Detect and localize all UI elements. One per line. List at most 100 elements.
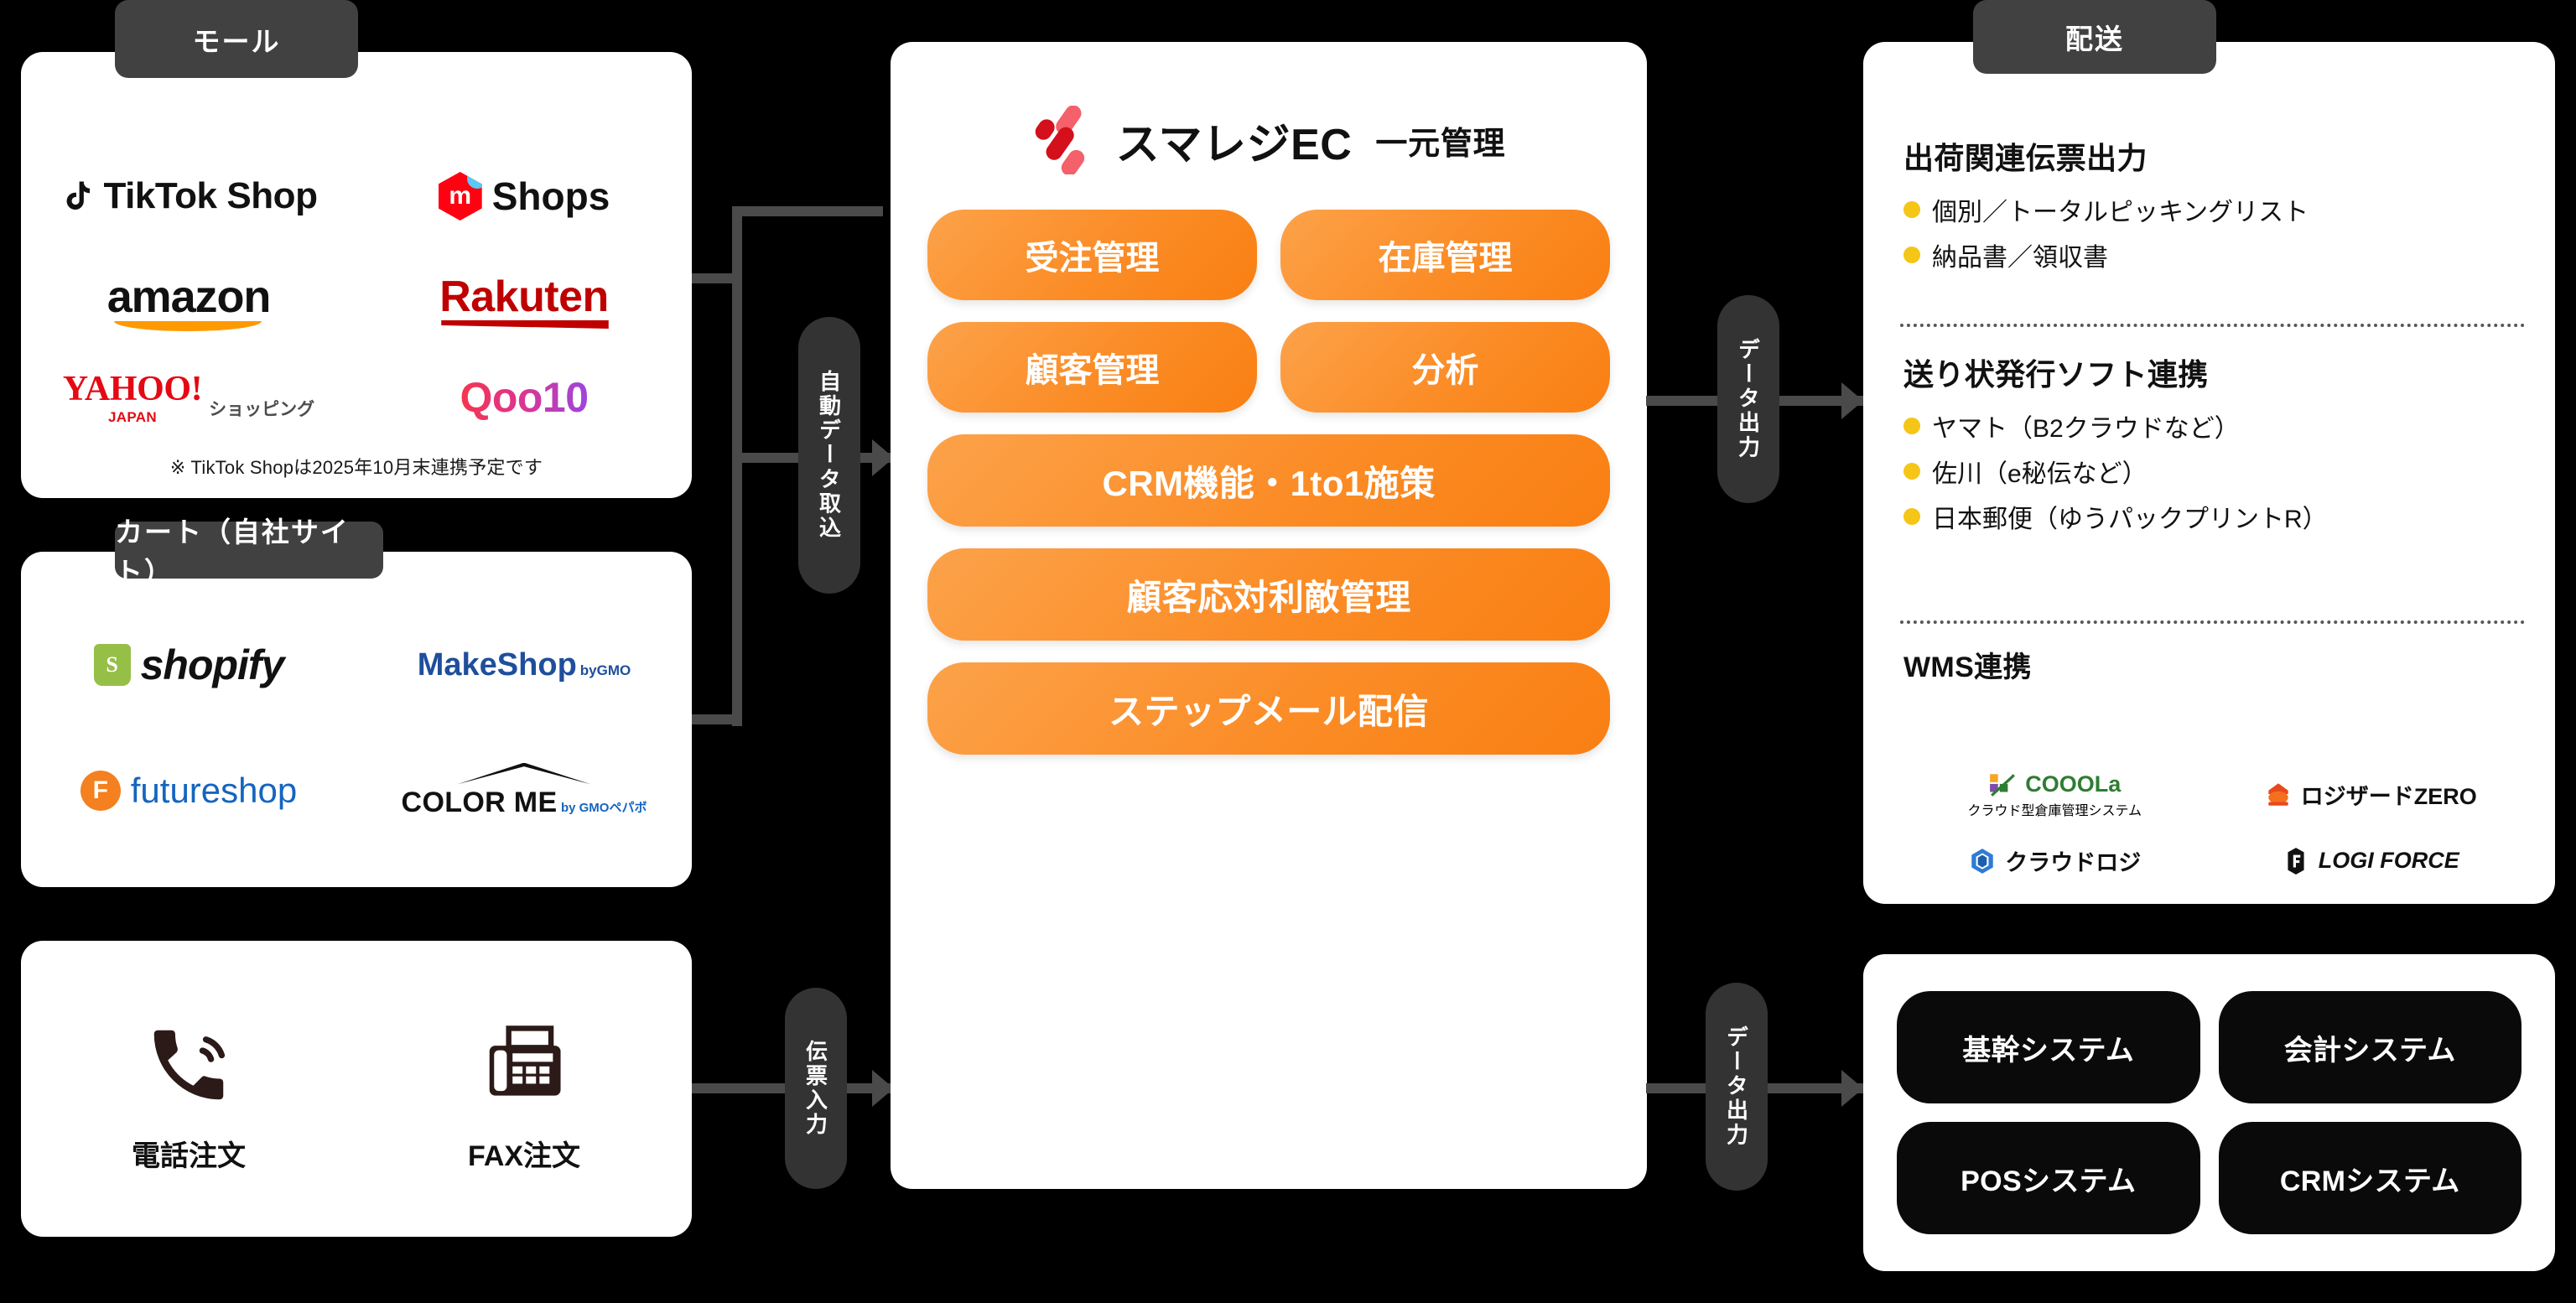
shipping-caption: 配送 [1973,0,2216,74]
bullet-label: ヤマト（B2クラウドなど） [1932,415,2240,443]
bullet-label: 納品書／領収書 [1932,244,2108,272]
bullet-dot-icon [1903,463,1920,480]
shipping-slips-bullet: 納品書／領収書 [1903,236,2521,273]
logo-tiktok-shop: TikTok Shop [60,175,318,217]
logo-qoo10: Qoo10 [460,374,589,421]
fax-icon [489,1025,561,1096]
wms-logo-grid: COOOLa クラウド型倉庫管理システム ロジザードZERO クラウドロジ [1900,765,2525,890]
cloudlogi-mark-icon [1971,848,1993,874]
logo-text-logiforce: LOGI FORCE [2318,848,2459,873]
smaregi-logo-icon [1035,106,1084,174]
feature-order-management[interactable]: 受注管理 [927,210,1257,300]
shipping-labels-heading: 送り状発行ソフト連携 [1903,357,2209,392]
order-channel-phone: 電話注文 [132,1019,246,1174]
connector-mall-stub [692,273,742,283]
futureshop-f-icon: F [80,771,121,811]
system-pill-accounting[interactable]: 会計システム [2218,991,2521,1103]
divider-dotted [1900,324,2525,327]
arrowhead-hub-to-shipping [1841,382,1863,419]
phone-icon [153,1030,226,1099]
feature-crm-1to1[interactable]: CRM機能・1to1施策 [927,434,1610,527]
logo-shopify: S shopify [93,641,285,689]
connector-label-auto-import: 自動データ取込 [798,317,860,594]
cooola-mark-icon [1990,773,2016,797]
offline-order-grid: 電話注文 FAX注文 [21,991,692,1201]
feature-row: ステップメール配信 [927,662,1610,755]
connector-cart-stub [692,714,742,724]
system-pill-core[interactable]: 基幹システム [1897,991,2200,1103]
feature-customer-management[interactable]: 顧客管理 [927,322,1257,413]
order-channel-fax-label: FAX注文 [467,1139,581,1172]
feature-customer-support[interactable]: 顧客応対利敵管理 [927,548,1610,641]
logo-amazon: amazon [106,272,271,331]
external-systems-grid: 基幹システム 会計システム POSシステム CRMシステム [1897,991,2521,1234]
mercari-hex-icon: m [438,172,482,221]
system-pill-pos[interactable]: POSシステム [1897,1122,2200,1234]
logo-cooola: COOOLa クラウド型倉庫管理システム [1967,771,2142,819]
hub-subtitle: 一元管理 [1375,126,1506,162]
logo-text-makeshop: MakeShop [417,646,577,683]
bullet-dot-icon [1903,201,1920,218]
feature-inventory-management[interactable]: 在庫管理 [1280,210,1610,300]
system-pill-crm[interactable]: CRMシステム [2218,1122,2521,1234]
cooola-tagline: クラウド型倉庫管理システム [1967,803,2142,818]
divider-dotted [1900,620,2525,624]
external-systems-panel: 基幹システム 会計システム POSシステム CRMシステム [1863,954,2555,1271]
logo-logi-force: LOGI FORCE [2282,847,2459,875]
shipping-labels-bullet: 日本郵便（ゆうパックプリントR） [1903,498,2521,535]
shipping-labels-bullet: ヤマト（B2クラウドなど） [1903,408,2521,444]
logo-logizard-zero: ロジザードZERO [2264,778,2477,811]
connector-label-data-output-bottom: データ出力 [1706,983,1768,1191]
bullet-dot-icon [1903,418,1920,434]
shipping-section-labels: 送り状発行ソフト連携 ヤマト（B2クラウドなど） 佐川（e秘伝など） 日本郵便（… [1903,350,2521,543]
logo-colorme: COLOR ME by GMOペパボ [402,763,647,819]
mall-logo-grid: TikTok Shop m Shops amazon Rakuten YAHOO… [21,146,692,448]
shopify-bag-icon: S [93,644,131,686]
logo-text-cloudlogi: クラウドロジ [2005,850,2142,875]
feature-analytics[interactable]: 分析 [1280,322,1610,413]
bullet-label: 佐川（e秘伝など） [1932,460,2148,488]
feature-row: 顧客応対利敵管理 [927,548,1610,641]
shipping-labels-bullet: 佐川（e秘伝など） [1903,453,2521,490]
bullet-dot-icon [1903,247,1920,263]
yahoo-shopping-jp-label: ショッピング [209,400,315,419]
shipping-section-slips: 出荷関連伝票出力 個別／トータルピッキングリスト 納品書／領収書 [1903,134,2521,282]
feature-row: 受注管理 在庫管理 [927,210,1610,300]
feature-row: 顧客管理 分析 [927,322,1610,413]
tiktok-note-icon [67,181,91,210]
logo-text-colorme: COLOR ME [401,786,558,818]
yahoo-wordmark: YAHOO! JAPAN [62,370,203,425]
arrowhead-mall-to-hub [872,439,894,476]
logizard-mark-icon [2268,782,2288,806]
logo-text-logizard: ロジザードZERO [2300,784,2477,809]
bullet-label: 日本郵便（ゆうパックプリントR） [1932,506,2328,533]
arrowhead-hub-to-systems [1841,1070,1863,1107]
logo-text-shopify: shopify [140,641,285,688]
bullet-dot-icon [1903,508,1920,525]
logo-makeshop: MakeShop byGMO [418,647,631,683]
mall-panel: TikTok Shop m Shops amazon Rakuten YAHOO… [21,52,692,498]
connector-label-slip-input: 伝票入力 [785,988,847,1189]
offline-order-panel: 電話注文 FAX注文 [21,941,692,1237]
order-channel-fax: FAX注文 [468,1019,580,1174]
colorme-gmo-label: by GMOペパボ [560,800,647,815]
feature-step-mail[interactable]: ステップメール配信 [927,662,1610,755]
logiforce-mark-icon [2288,847,2304,875]
logo-text-futureshop: futureshop [130,771,298,810]
makeshop-gmo-label: byGMO [579,662,631,678]
logo-text-shops: Shops [491,174,610,218]
cart-logo-grid: S shopify MakeShop byGMO F futureshop CO… [21,602,692,854]
shipping-panel: 出荷関連伝票出力 個別／トータルピッキングリスト 納品書／領収書 送り状発行ソフ… [1863,42,2555,904]
mall-caption: モール [115,0,358,78]
hub-feature-list: 受注管理 在庫管理 顧客管理 分析 CRM機能・1to1施策 顧客応対利敵管理 … [927,210,1610,776]
wms-section: WMS連携 [1903,644,2521,698]
logo-text-tiktok: TikTok Shop [103,175,318,216]
logo-text-cooola: COOOLa [2025,771,2122,797]
order-channel-phone-label: 電話注文 [132,1139,246,1172]
shipping-slips-heading: 出荷関連伝票出力 [1903,141,2148,175]
connector-vertical-left [732,206,742,726]
logo-mercari-shops: m Shops [438,172,610,221]
colorme-roof-icon [457,763,591,785]
logo-yahoo-shopping: YAHOO! JAPAN ショッピング [63,369,314,426]
hub-panel: スマレジEC 一元管理 受注管理 在庫管理 顧客管理 分析 CRM機能・1to1… [891,42,1647,1189]
